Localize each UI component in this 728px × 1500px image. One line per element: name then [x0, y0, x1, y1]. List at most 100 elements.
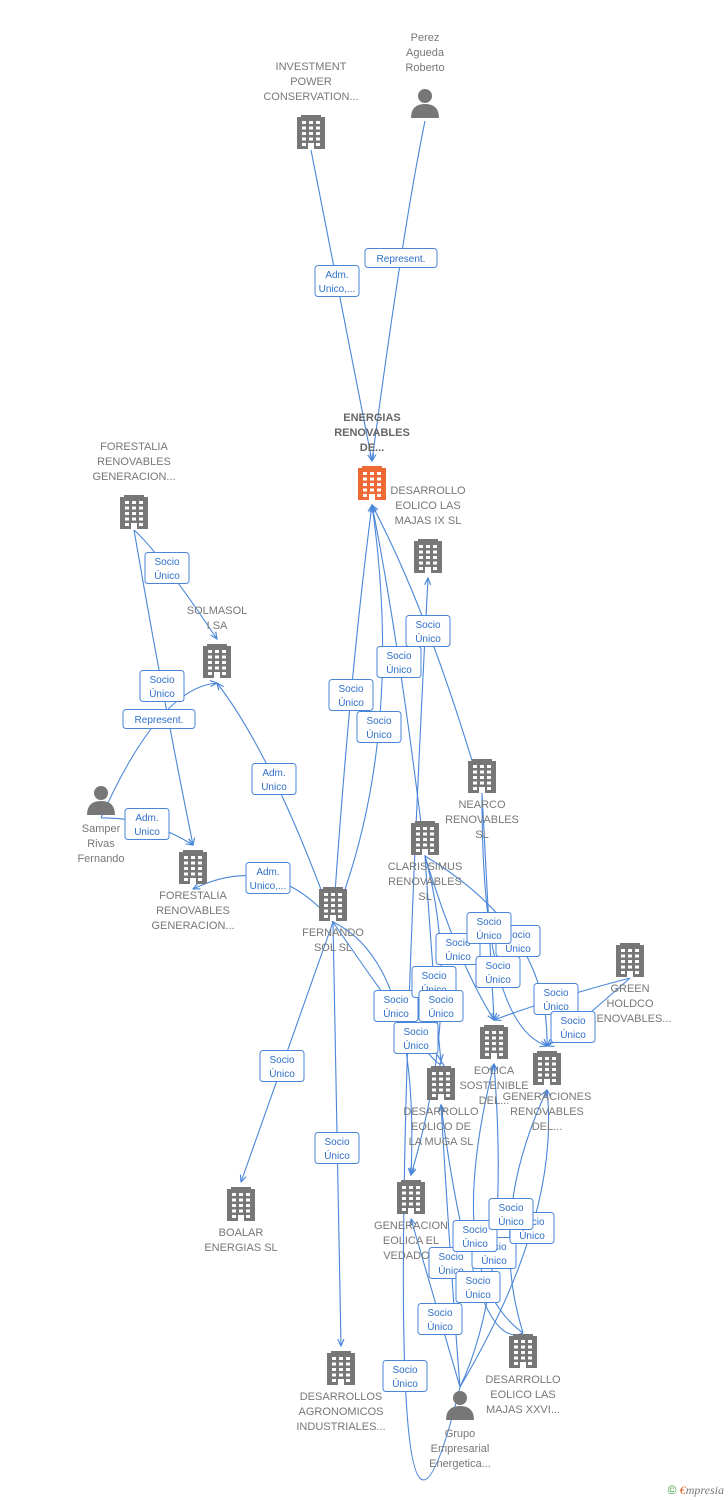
edge-label-text: Único [560, 1028, 586, 1041]
edge-label-text: Único [324, 1149, 350, 1162]
edge-label-box [452, 1220, 498, 1252]
edge-label-text: Único [154, 569, 180, 582]
edge-label[interactable]: Represent. [122, 709, 196, 729]
node-label: Samper [82, 823, 121, 835]
edge-label[interactable]: Adm.Unico [251, 763, 297, 795]
person-icon [87, 786, 115, 815]
edges-layer [100, 120, 631, 1481]
node-label: GENERACION... [151, 920, 234, 932]
edge-label-text: Socio [383, 995, 408, 1006]
node-label: Rivas [87, 838, 115, 850]
edge-label[interactable]: Represent. [364, 248, 438, 268]
node-label: DEL... [532, 1121, 563, 1133]
node-label: SOL SL [314, 942, 352, 954]
node-label: RENOVABLES... [589, 1013, 672, 1025]
building-icon [616, 943, 644, 977]
edge-label-text: Socio [324, 1137, 349, 1148]
edge-label[interactable]: Adm.Unico [124, 808, 170, 840]
edge-label-box [144, 552, 190, 584]
edge-line [100, 683, 217, 819]
edge-label-text: Socio [498, 1203, 523, 1214]
node-eolica[interactable]: EOLICASOSTENIBLEDEL... [459, 1025, 529, 1107]
node-label: GENERACION [374, 1220, 448, 1232]
node-forestalia2[interactable]: FORESTALIARENOVABLESGENERACION... [151, 850, 235, 932]
edge-label[interactable]: Adm.Unico,... [245, 862, 291, 894]
building-icon [509, 1334, 537, 1368]
node-label: FORESTALIA [100, 441, 168, 453]
edge-label-text: Único [498, 1215, 524, 1228]
node-label: RENOVABLES [156, 905, 230, 917]
edge-label-text: Único [338, 696, 364, 709]
edge-label-text: Único [428, 1007, 454, 1020]
node-grupo[interactable]: GrupoEmpresarialEnergetica... [429, 1391, 491, 1470]
edge-label-box [393, 1022, 439, 1054]
node-forestalia1[interactable]: FORESTALIARENOVABLESGENERACION... [92, 441, 176, 529]
node-investment[interactable]: INVESTMENTPOWERCONSERVATION... [263, 61, 359, 149]
building-icon [319, 887, 347, 921]
node-generaciones[interactable]: GENERACIONESRENOVABLESDEL... [503, 1051, 592, 1133]
edge-label-text: Único [445, 950, 471, 963]
brand-logo[interactable]: €mpresia [680, 1483, 724, 1497]
edge-label-text: Socio [338, 684, 363, 695]
edge-label-box [475, 956, 521, 988]
edge-label-text: Represent. [135, 715, 184, 726]
node-label: GENERACION... [92, 471, 175, 483]
edge-label-box [488, 1198, 534, 1230]
building-icon [468, 759, 496, 793]
edge-label-text: Socio [465, 1276, 490, 1287]
edge-label-box [418, 990, 464, 1022]
edge-label[interactable]: Adm.Unico,... [314, 265, 360, 297]
building-icon [480, 1025, 508, 1059]
edge-label-box [124, 808, 170, 840]
node-label: EOLICO DE [411, 1121, 471, 1133]
edge-label-text: Socio [560, 1016, 585, 1027]
building-icon [427, 1066, 455, 1100]
node-label: DEL... [479, 1095, 510, 1107]
building-icon [397, 1180, 425, 1214]
building-icon [414, 539, 442, 573]
edge-label-text: Único [269, 1067, 295, 1080]
edge-label-text: Único [485, 973, 511, 986]
node-label: DESARROLLOS [300, 1391, 383, 1403]
building-icon [120, 495, 148, 529]
node-energias[interactable]: ENERGIASRENOVABLESDE... [334, 412, 410, 500]
edge-label-text: Socio [149, 675, 174, 686]
person-icon [446, 1391, 474, 1420]
node-agronomicos[interactable]: DESARROLLOSAGRONOMICOSINDUSTRIALES... [296, 1351, 386, 1433]
node-label: Agueda [406, 47, 445, 59]
node-green[interactable]: GREENHOLDCORENOVABLES... [589, 943, 672, 1025]
